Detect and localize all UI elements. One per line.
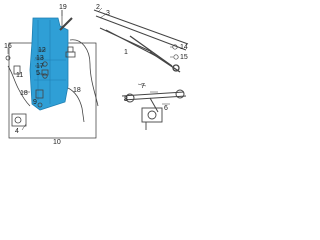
callout-18-upper: 18 [73, 87, 81, 94]
callouts: 1 2 3 4 5 6 7 8 9 10 11 12 13 14 15 16 1… [4, 4, 188, 146]
callout-16: 16 [4, 43, 12, 50]
callout-12: 12 [38, 47, 46, 54]
washer-hose-front [67, 87, 85, 123]
wiper-motor [141, 107, 163, 130]
callout-6: 6 [164, 105, 168, 112]
callout-11: 11 [16, 72, 23, 79]
reservoir-cap [65, 46, 76, 58]
callout-18-lower: 18 [20, 90, 28, 97]
wiper-arms [129, 35, 181, 73]
callout-2: 2 [96, 4, 100, 11]
callout-1: 1 [124, 49, 128, 56]
washer-reservoir-tank [29, 17, 69, 111]
callout-19: 19 [59, 4, 67, 11]
callout-15: 15 [180, 54, 188, 61]
callout-4: 4 [15, 128, 19, 135]
callout-10: 10 [53, 139, 61, 146]
pump-components [11, 61, 49, 127]
washer-hose-rear [69, 39, 99, 107]
callout-13: 13 [36, 55, 44, 62]
callout-7: 7 [141, 83, 145, 90]
filler-neck [59, 17, 73, 31]
callout-14: 14 [180, 44, 188, 51]
fasteners [172, 44, 179, 60]
wiper-linkage [121, 89, 187, 113]
leader-lines [7, 7, 173, 131]
callout-8: 8 [124, 96, 128, 103]
callout-3: 3 [106, 10, 110, 17]
callout-5: 5 [36, 70, 40, 77]
wiper-blades [93, 9, 189, 57]
hose-left [5, 55, 31, 107]
washer-wiper-parts-diagram: 1 2 3 4 5 6 7 8 9 10 11 12 13 14 15 16 1… [4, 4, 189, 146]
callout-17: 17 [36, 63, 44, 70]
callout-9: 9 [33, 99, 37, 106]
